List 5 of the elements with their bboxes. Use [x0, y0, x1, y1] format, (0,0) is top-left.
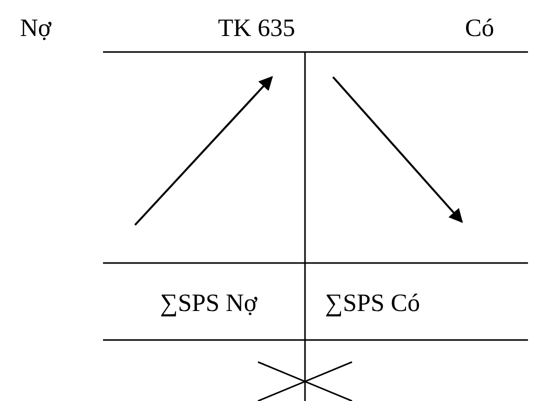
debit-total: ∑SPS Nợ: [160, 290, 258, 318]
debit-heading: Nợ: [20, 15, 52, 43]
credit-heading: Có: [465, 15, 494, 43]
account-title: TK 635: [218, 15, 296, 43]
credit-total: ∑SPS Có: [325, 290, 420, 318]
